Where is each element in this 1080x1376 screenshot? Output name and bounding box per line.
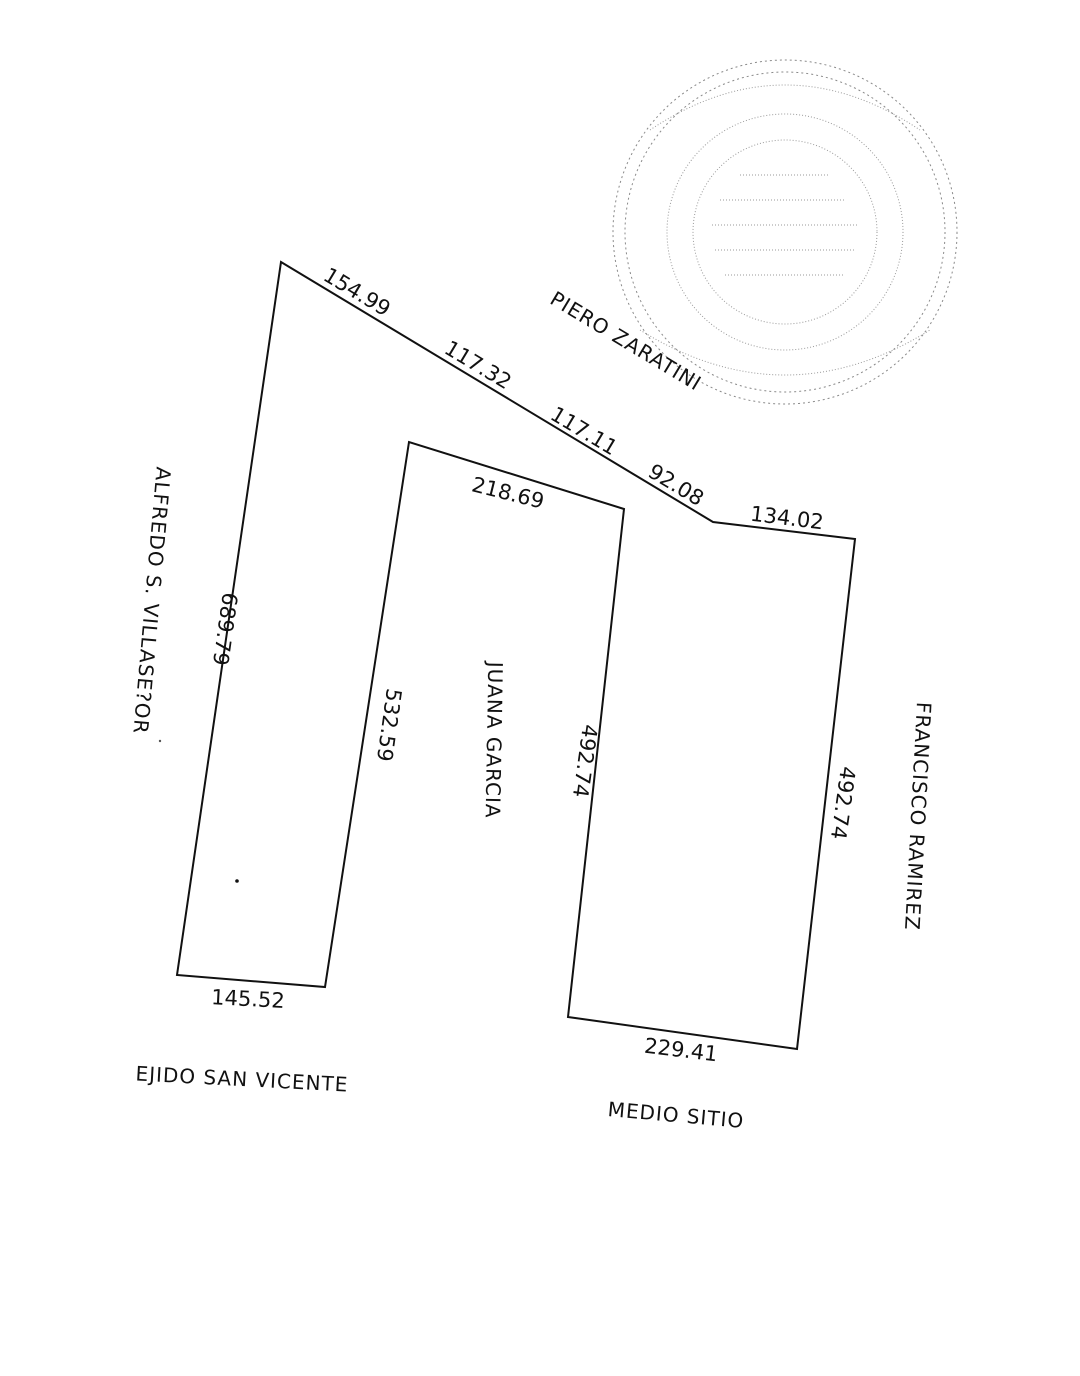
measurement-north-5: 134.02 xyxy=(749,502,825,535)
neighbor-center-label: JUANA GARCIA xyxy=(481,660,508,819)
neighbor-south-east-label: MEDIO SITIO xyxy=(607,1097,745,1133)
measurement-north-4: 92.08 xyxy=(644,459,708,511)
measurement-inner-top: 218.69 xyxy=(469,472,546,513)
neighbor-west-label: ALFREDO S. VILLASE?OR xyxy=(128,466,175,735)
measurement-inner-east: 492.74 xyxy=(568,723,602,799)
measurement-east-outer: 492.74 xyxy=(826,765,860,841)
neighbor-east-label: FRANCISCO RAMIREZ xyxy=(900,701,936,931)
property-boundary xyxy=(175,260,857,1051)
measurement-south-west: 145.52 xyxy=(211,985,286,1013)
neighbor-south-west-label: EJIDO SAN VICENTE xyxy=(135,1061,349,1096)
measurement-south-east: 229.41 xyxy=(643,1034,719,1067)
measurement-west-outer: 689.79 xyxy=(208,591,242,667)
neighbor-north-label: PIERO ZARATINI xyxy=(546,286,706,395)
measurement-north-3: 117.11 xyxy=(546,402,621,460)
scan-dot xyxy=(158,739,162,743)
notary-seal-stamp xyxy=(612,59,958,405)
scan-dot xyxy=(235,879,239,883)
measurement-west-inner: 532.59 xyxy=(372,687,406,763)
